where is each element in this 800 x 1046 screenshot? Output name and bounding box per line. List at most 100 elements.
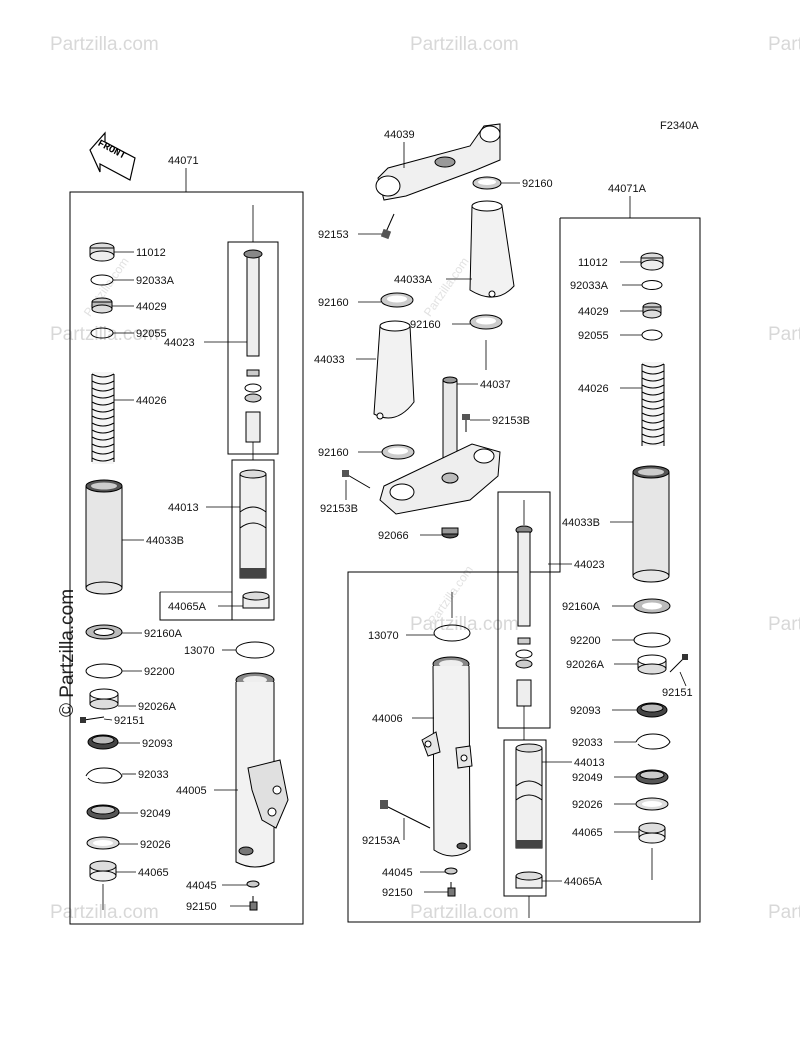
svg-text:92049: 92049: [572, 772, 603, 784]
svg-text:11012: 11012: [578, 257, 608, 269]
washer-92200-right: [633, 632, 671, 648]
svg-text:92200: 92200: [570, 635, 601, 647]
svg-text:44065A: 44065A: [564, 876, 603, 888]
svg-text:Partzilla.com: Partzilla.com: [768, 324, 800, 345]
svg-text:44045: 44045: [186, 880, 217, 892]
washer-44045-left: [246, 880, 260, 888]
svg-text:44013: 44013: [574, 757, 605, 769]
left-assembly-frame: 44071: [69, 155, 304, 925]
svg-text:44033A: 44033A: [394, 274, 433, 286]
cylinder-44013-right: [515, 743, 543, 849]
upper-bracket-44039: [375, 123, 501, 201]
svg-text:92153B: 92153B: [320, 503, 358, 515]
tube-44033B-right: [632, 465, 670, 583]
cover-44033: [373, 320, 415, 420]
svg-text:92200: 92200: [144, 666, 175, 678]
svg-text:44065A: 44065A: [168, 601, 207, 613]
ring-92033A-right: [641, 280, 663, 290]
svg-text:Partzilla.com: Partzilla.com: [50, 34, 159, 55]
svg-text:Partzilla.com: Partzilla.com: [50, 324, 159, 345]
seal-92093-right: [636, 702, 668, 718]
svg-text:92150: 92150: [382, 887, 413, 899]
bushing-44065-right: [638, 822, 666, 844]
svg-text:13070: 13070: [184, 645, 215, 657]
svg-text:92026A: 92026A: [138, 701, 177, 713]
svg-text:44039: 44039: [384, 129, 415, 141]
svg-text:92160: 92160: [318, 297, 349, 309]
svg-text:Partzilla.com: Partzilla.com: [410, 902, 519, 923]
seal-92093-left: [87, 734, 119, 750]
nut-92066: [441, 527, 459, 539]
washer-92200: [85, 663, 123, 679]
tube-44033B: [85, 479, 123, 595]
svg-text:92151: 92151: [114, 715, 145, 727]
watermark-bottom-right: Partzilla.com: [768, 902, 800, 923]
svg-text:44006: 44006: [372, 713, 403, 725]
rod-44023-right: [515, 500, 533, 740]
watermark-mid-right: Partzilla.com: [768, 324, 800, 345]
front-arrow-icon: FRONT: [89, 131, 136, 181]
svg-text:44033: 44033: [314, 354, 345, 366]
ring-13070-left: [235, 641, 275, 659]
right-parts: 11012 92033A 44029 92055 44026 44: [362, 252, 693, 918]
steering-stem-44037: [379, 376, 501, 515]
spacer-44029: [91, 297, 113, 314]
watermark-top-right: Partzilla.com: [768, 34, 800, 55]
watermark-low-right: Partzilla.com: [768, 614, 800, 635]
watermark-top-left: Partzilla.com: [50, 34, 159, 55]
bolt-92150-left: [249, 896, 258, 911]
svg-text:Partzilla.com: Partzilla.com: [410, 614, 519, 635]
svg-text:92160: 92160: [522, 178, 553, 190]
svg-text:92026: 92026: [140, 839, 171, 851]
svg-text:44005: 44005: [176, 785, 207, 797]
svg-text:44033B: 44033B: [562, 517, 600, 529]
svg-text:92160: 92160: [318, 447, 349, 459]
seal-92160A-left: [85, 624, 123, 640]
svg-text:Partzilla.com: Partzilla.com: [421, 255, 472, 319]
svg-text:92033A: 92033A: [136, 275, 175, 287]
svg-text:92033A: 92033A: [570, 280, 609, 292]
ring-92026A-right: [637, 654, 667, 675]
rod-44023: [243, 205, 263, 460]
svg-text:44023: 44023: [164, 337, 195, 349]
svg-text:44029: 44029: [578, 306, 609, 318]
svg-text:92055: 92055: [136, 328, 167, 340]
svg-text:92093: 92093: [142, 738, 173, 750]
screw-92151-left: [80, 716, 105, 723]
svg-text:92093: 92093: [570, 705, 601, 717]
watermark-top-mid: Partzilla.com: [410, 34, 519, 55]
bushing-44065A-right: [515, 871, 543, 889]
watermark-mid-left: Partzilla.com: [50, 324, 159, 345]
bolt-92153B-a: [462, 414, 470, 432]
watermark-bottom-mid: Partzilla.com: [410, 902, 519, 923]
clip-92033-right: [635, 733, 671, 750]
bolt-92153A: [380, 800, 431, 829]
cap-11012-right: [640, 252, 664, 271]
svg-text:92049: 92049: [140, 808, 171, 820]
svg-text:92033: 92033: [572, 737, 603, 749]
svg-text:Partzilla.com: Partzilla.com: [410, 34, 519, 55]
svg-text:92151: 92151: [662, 687, 693, 699]
oring-92055-right: [641, 329, 663, 341]
ring-92026A-left: [89, 688, 119, 710]
svg-text:Partzilla.com: Partzilla.com: [768, 614, 800, 635]
svg-text:44026: 44026: [136, 395, 167, 407]
svg-text:92026A: 92026A: [566, 659, 605, 671]
copyright-watermark: © Partzilla.com: [57, 589, 78, 717]
spring-44026-right: [641, 362, 665, 446]
right-assembly-frame: 44071A: [347, 183, 701, 923]
center-parts: 44039 92160 92153 44033A 92160 92160: [314, 123, 553, 542]
seal-92049-right: [635, 769, 669, 785]
svg-text:44029: 44029: [136, 301, 167, 313]
svg-text:92055: 92055: [578, 330, 609, 342]
cover-44033A: [469, 200, 515, 298]
cap-11012: [89, 242, 115, 262]
spacer-44029-right: [642, 302, 662, 319]
svg-text:11012: 11012: [136, 247, 166, 259]
svg-text:92153B: 92153B: [492, 415, 530, 427]
diagram-code: F2340A: [660, 120, 699, 132]
svg-text:44045: 44045: [382, 867, 413, 879]
bolt-92150-right: [447, 882, 456, 897]
svg-text:13070: 13070: [368, 630, 399, 642]
